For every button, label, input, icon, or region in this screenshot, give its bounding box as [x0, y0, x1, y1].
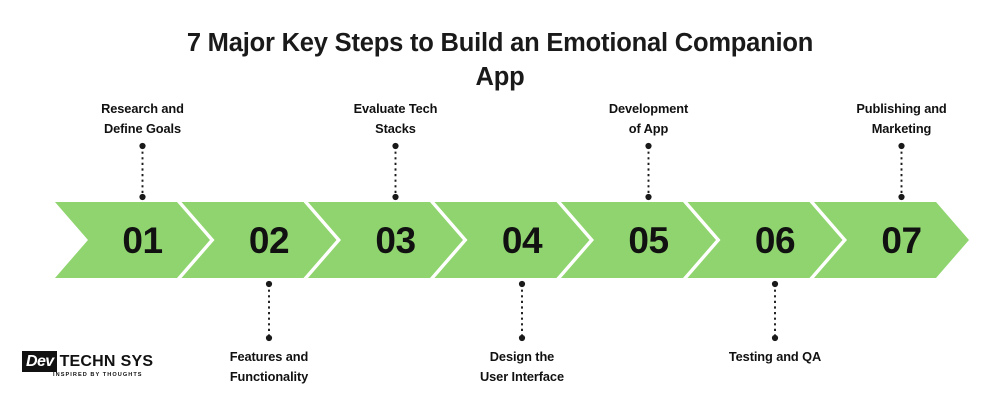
connector-dot-01-end — [139, 193, 146, 201]
connector-dot-03-end — [392, 193, 399, 201]
chevron-number-03: 03 — [375, 220, 415, 261]
logo-tagline: INSPIRED BY THOUGHTS — [53, 372, 143, 378]
logo-wordmark-row: Dev TECHN SYS — [22, 351, 153, 372]
page-title-line-2: Companion App — [475, 29, 814, 92]
connector-dot-02-end — [265, 334, 273, 342]
step-label-05: Development of App — [559, 99, 739, 139]
step-label-line-1: Testing and QA — [728, 349, 822, 364]
logo-techn-text: TECHN — [59, 352, 116, 370]
chevron-number-group: 01 02 03 04 05 06 07 — [122, 220, 922, 261]
chevron-step-03[interactable] — [308, 202, 463, 278]
step-label-line-2: of App — [628, 120, 669, 136]
page-title-line-1: 7 Major Key Steps to Build an Emotional — [186, 29, 668, 57]
step-label-line-1: Design the — [489, 349, 555, 364]
chevron-number-07: 07 — [881, 220, 921, 261]
step-label-line-2: Stacks — [375, 120, 416, 136]
connector-dot-06-end — [771, 334, 779, 342]
chevron-number-06: 06 — [755, 220, 795, 261]
connector-dot-07-start — [898, 142, 905, 150]
logo-dev-badge: Dev — [22, 351, 57, 372]
chevron-group — [55, 202, 969, 278]
step-label-line-1: Research and — [101, 101, 184, 116]
chevron-step-01[interactable] — [55, 202, 210, 278]
logo-sys-text: SYS — [120, 352, 154, 370]
chevron-step-05[interactable] — [561, 202, 716, 278]
step-label-line-2: User Interface — [480, 368, 564, 384]
chevron-number-02: 02 — [249, 220, 289, 261]
step-label-line-2: Functionality — [229, 368, 309, 384]
step-label-line-1: Development — [608, 101, 689, 116]
connector-dot-05-end — [645, 193, 652, 201]
connector-dot-03-start — [392, 142, 399, 150]
connector-group — [139, 142, 905, 342]
connector-dot-07-end — [898, 193, 905, 201]
page-title: 7 Major Key Steps to Build an Emotional … — [160, 26, 840, 94]
chevron-number-01: 01 — [122, 220, 162, 261]
brand-logo: Dev TECHN SYS INSPIRED BY THOUGHTS — [22, 351, 153, 381]
step-label-line-1: Publishing and — [856, 101, 947, 116]
step-label-line-2: Marketing — [871, 120, 932, 136]
chevron-step-06[interactable] — [687, 202, 843, 278]
connector-dot-01-start — [139, 142, 146, 150]
step-label-line-2: Define Goals — [103, 120, 182, 136]
connector-dot-04-end — [518, 334, 526, 342]
connector-dot-04-start — [518, 280, 526, 288]
step-label-line-1: Evaluate Tech — [353, 101, 438, 116]
connector-dot-02-start — [265, 280, 273, 288]
chevron-step-07[interactable] — [814, 202, 969, 278]
chevron-number-04: 04 — [502, 220, 543, 261]
step-label-06: Testing and QA — [685, 347, 865, 367]
connector-dot-05-start — [645, 142, 652, 150]
chevron-step-04[interactable] — [434, 202, 590, 278]
step-label-line-1: Features and — [229, 349, 309, 364]
chevron-step-02[interactable] — [181, 202, 337, 278]
connector-dot-06-start — [771, 280, 779, 288]
chevron-number-05: 05 — [628, 220, 668, 261]
